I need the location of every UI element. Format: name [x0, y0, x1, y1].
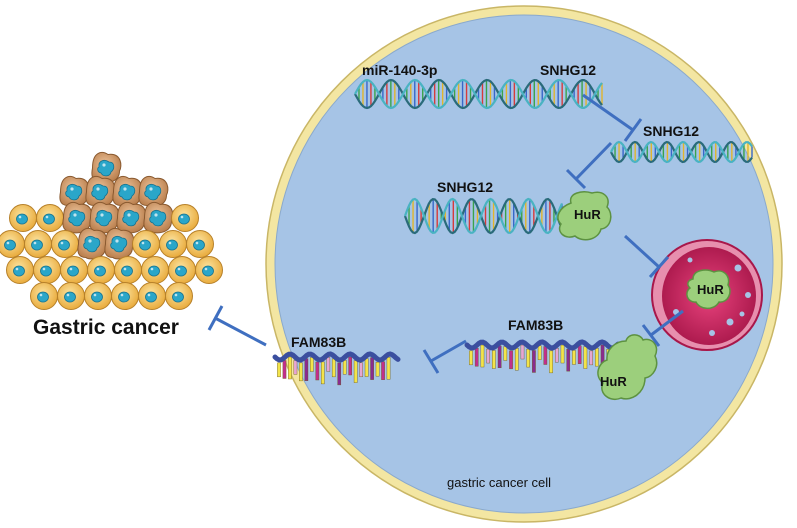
fam83b-bound-mrna-icon	[464, 339, 621, 374]
cancer-cell-icon	[104, 228, 135, 260]
snhg12-bound-label: SNHG12	[437, 179, 493, 195]
inhibition-arrow-4	[641, 309, 684, 347]
cancer-cell-icon	[138, 176, 169, 208]
tumor-cell-icon	[36, 204, 64, 232]
tumor-cell-icon	[6, 256, 34, 284]
fam83b-bound-label: FAM83B	[508, 317, 563, 333]
tumor-cell-icon	[24, 230, 52, 258]
inhibition-arrow-3	[623, 234, 670, 279]
inhibition-arrow-2	[565, 141, 613, 190]
tumor-cell-icon	[171, 204, 199, 232]
gastric-cancer-cell	[265, 5, 783, 523]
cancer-cell-icon	[143, 202, 174, 234]
tumor-cell-icon	[87, 256, 115, 284]
tumor-cell-icon	[132, 230, 160, 258]
mirna-snhg12-duplex-icon	[354, 78, 603, 110]
gastric-cancer-label: Gastric cancer	[33, 316, 179, 339]
tumor-cell-icon	[111, 282, 139, 310]
fam83b-free-label: FAM83B	[291, 334, 346, 350]
fam83b-free-mrna-icon	[272, 351, 401, 386]
cell-label: gastric cancer cell	[447, 475, 551, 490]
inhibition-arrow-1	[582, 93, 643, 142]
cancer-cell-icon	[85, 176, 116, 208]
inhibition-arrow-5	[422, 339, 467, 374]
hur-label-2: HuR	[600, 374, 627, 389]
hur-label-1: HuR	[574, 207, 601, 222]
tumor-cell-icon	[51, 230, 79, 258]
cancer-cell-icon	[91, 152, 122, 184]
tumor-cell-icon	[84, 282, 112, 310]
tumor-cell-icon	[165, 282, 193, 310]
hur-label-nucleus: HuR	[697, 282, 724, 297]
tumor-cell-icon	[159, 230, 187, 258]
hur-protein-icon	[557, 191, 612, 241]
cancer-cell-icon	[112, 176, 143, 208]
tumor-cell-icon	[195, 256, 223, 284]
mirna-label: miR-140-3p	[362, 62, 437, 78]
tumor-cell-icon	[30, 282, 58, 310]
tumor-cell-icon	[114, 256, 142, 284]
snhg12-free-helix-icon	[610, 140, 753, 164]
tumor-cell-icon	[141, 256, 169, 284]
tumor-cell-icon	[60, 256, 88, 284]
tumor-cell-icon	[186, 230, 214, 258]
hur-protein-fam83b-icon	[597, 334, 658, 400]
tumor-cell-icon	[33, 256, 61, 284]
tumor-cell-icon	[9, 204, 37, 232]
tumor-cluster-icon	[0, 152, 223, 310]
snhg12-free-label: SNHG12	[643, 123, 699, 139]
cancer-cell-icon	[116, 202, 147, 234]
cancer-cell-icon	[59, 176, 90, 208]
inhibition-arrow-6	[207, 305, 267, 347]
cancer-cell-icon	[77, 228, 108, 260]
snhg12-duplex-label: SNHG12	[540, 62, 596, 78]
tumor-cell-icon	[0, 230, 25, 258]
snhg12-bound-helix-icon	[403, 197, 564, 235]
tumor-cell-icon	[138, 282, 166, 310]
hur-protein-nuclear-icon	[686, 269, 731, 310]
tumor-cell-icon	[57, 282, 85, 310]
tumor-cell-icon	[168, 256, 196, 284]
